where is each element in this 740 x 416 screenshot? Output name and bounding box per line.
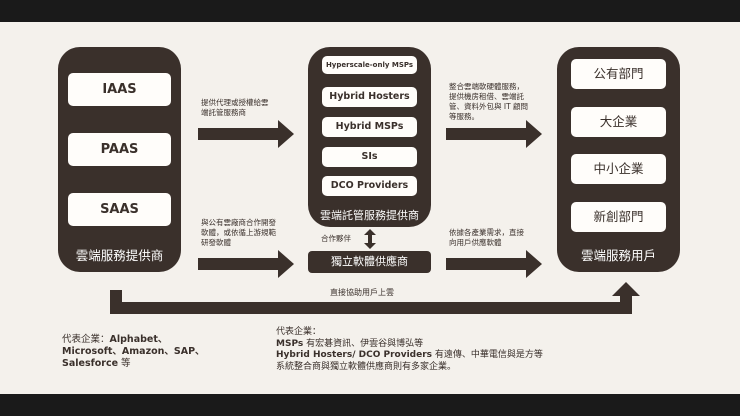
msp-column: Hyperscale-only MSPs Hybrid Hosters Hybr… xyxy=(308,47,431,227)
cloud-provider-title: 雲端服務提供商 xyxy=(75,248,164,263)
arrow-left-to-isv xyxy=(198,250,294,278)
label-direct-to-users: 直接協助用戶上雲 xyxy=(330,288,394,297)
label-left-to-isv: 與公有雲廠商合作開發 軟體，或依循上游規範 研發軟體 xyxy=(201,218,276,247)
partner-double-arrow xyxy=(364,229,376,249)
hyperscale-msps-box: Hyperscale-only MSPs xyxy=(322,56,417,74)
partner-label: 合作夥伴 xyxy=(321,234,351,243)
cloud-user-column: 公有部門 大企業 中小企業 新創部門 雲端服務用戶 xyxy=(557,47,680,272)
arrow-direct-to-users xyxy=(110,282,640,314)
footer-right-note: 代表企業： MSPs 有宏碁資訊、伊雲谷與博弘等 Hybrid Hosters/… xyxy=(276,327,543,372)
public-sector-box: 公有部門 xyxy=(571,59,666,89)
hybrid-hosters-box: Hybrid Hosters xyxy=(322,87,417,107)
label-msp-to-users: 整合雲端軟硬體服務， 提供機房租借、雲端託 管、資料外包與 IT 顧問 等服務。 xyxy=(449,82,529,121)
arrow-msp-to-users xyxy=(446,120,542,148)
msp-title: 雲端託管服務提供商 xyxy=(320,209,419,222)
cloud-provider-column: IAAS PAAS SAAS 雲端服務提供商 xyxy=(58,47,181,272)
arrow-left-to-msp xyxy=(198,120,294,148)
startup-box: 新創部門 xyxy=(571,202,666,232)
large-enterprise-box: 大企業 xyxy=(571,107,666,137)
footer-left-note: 代表企業：Alphabet、 Microsoft、Amazon、SAP、 Sal… xyxy=(62,334,205,369)
paas-box: PAAS xyxy=(68,133,171,166)
saas-box: SAAS xyxy=(68,193,171,226)
arrow-isv-to-users xyxy=(446,250,542,278)
iaas-box: IAAS xyxy=(68,73,171,106)
label-isv-to-users: 依據各產業需求，直接 向用戶供應軟體 xyxy=(449,228,524,247)
isv-box: 獨立軟體供應商 xyxy=(308,251,431,273)
hybrid-msps-box: Hybrid MSPs xyxy=(322,117,417,137)
label-left-to-msp: 提供代理或授權給雲 端託管服務商 xyxy=(201,98,269,117)
sis-box: SIs xyxy=(322,147,417,167)
cloud-user-title: 雲端服務用戶 xyxy=(580,248,656,263)
sme-box: 中小企業 xyxy=(571,154,666,184)
dco-providers-box: DCO Providers xyxy=(322,176,417,196)
diagram-canvas: IAAS PAAS SAAS 雲端服務提供商 Hyperscale-only M… xyxy=(0,22,740,394)
